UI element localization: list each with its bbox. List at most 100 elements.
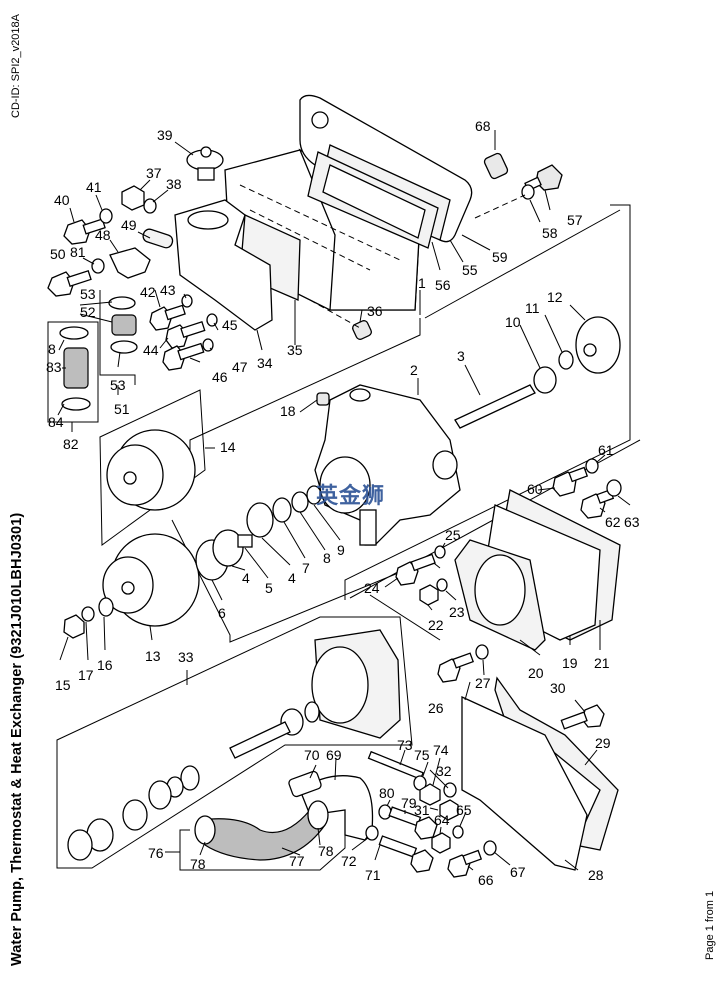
washer-25: [434, 545, 446, 559]
callout-21: 21: [594, 655, 610, 671]
bolt-40: [63, 218, 106, 245]
callout-39: 39: [157, 127, 173, 143]
hose-clip-8: [59, 326, 89, 340]
callout-56: 56: [435, 277, 451, 293]
washer-41: [99, 208, 113, 224]
bearing-lower-a: [122, 799, 148, 831]
callout-40: 40: [54, 192, 70, 208]
washer-63: [606, 479, 622, 497]
bearing-4b: [246, 502, 274, 538]
callout-17: 17: [78, 667, 94, 683]
callout-76: 76: [148, 845, 164, 861]
callout-25: 25: [445, 527, 461, 543]
callout-70: 70: [304, 747, 320, 763]
washer-23: [436, 578, 448, 592]
callout-46: 46: [212, 369, 228, 385]
shaft-3: [454, 384, 536, 429]
bolt-42: [149, 304, 186, 331]
callout-8: 8: [323, 550, 331, 566]
bolt-66: [447, 849, 483, 878]
callout-78-left: 78: [190, 856, 206, 872]
pump-backplate-33: [311, 629, 401, 739]
callout-4b: 4: [288, 570, 296, 586]
washer-72: [365, 825, 379, 841]
gasket-20: [454, 539, 546, 651]
pulley-13: [102, 533, 200, 627]
callout-26: 26: [428, 700, 444, 716]
callout-20: 20: [528, 665, 544, 681]
callout-43: 43: [160, 282, 176, 298]
bolt-71: [378, 835, 434, 873]
callout-11: 11: [525, 300, 540, 316]
thermostat-housing-34: [174, 199, 273, 331]
callout-61: 61: [598, 442, 614, 458]
callout-14: 14: [220, 439, 236, 455]
callout-31: 31: [414, 802, 430, 818]
seal-lower: [304, 701, 320, 723]
callout-65: 65: [456, 802, 472, 818]
assembly-51-outline: [99, 290, 136, 395]
callout-74: 74: [433, 742, 449, 758]
gasket-56: [307, 151, 439, 249]
bolt-30: [560, 704, 605, 730]
shaft-lower: [229, 721, 291, 759]
flange-70: [288, 770, 322, 798]
nut-74: [419, 783, 441, 806]
callout-42: 42: [140, 284, 156, 300]
washer-16: [98, 597, 114, 617]
hose-clip-84: [61, 397, 91, 411]
hose-clip-53-top: [108, 296, 136, 310]
plug-36: [352, 320, 372, 340]
thermostat-39: [186, 146, 224, 181]
callout-8-kit: 8: [48, 341, 56, 357]
washer-45: [206, 313, 218, 327]
callout-18: 18: [280, 403, 296, 419]
callout-58: 58: [542, 225, 558, 241]
callout-79: 79: [401, 795, 417, 811]
washer-43: [181, 294, 193, 308]
bolt-50: [47, 269, 92, 297]
callout-68: 68: [475, 118, 491, 134]
callout-30: 30: [550, 680, 566, 696]
assembly-33-outline: [56, 616, 413, 869]
leader-lines: [57, 130, 631, 871]
seal-11: [558, 350, 574, 370]
washer-61: [585, 458, 599, 474]
seal-10: [533, 366, 557, 394]
bolt-24: [395, 553, 436, 586]
assembly-14-outline: [99, 389, 215, 546]
bearing-4a: [212, 529, 244, 567]
lock-washer-17: [81, 606, 95, 622]
callout-16: 16: [97, 657, 113, 673]
plate-28: [461, 695, 588, 871]
assembly-76-outline: [165, 829, 346, 871]
callout-labels: 39 37 38 41 40 49 48 50 81 53 52 53 51 8…: [46, 118, 640, 888]
callout-12: 12: [547, 289, 563, 305]
callout-50: 50: [50, 246, 66, 262]
bolt-79: [388, 806, 438, 840]
washer-65: [452, 825, 464, 839]
callout-78-right: 78: [318, 843, 334, 859]
callout-69: 69: [326, 747, 342, 763]
callout-81: 81: [70, 244, 86, 260]
callout-45: 45: [222, 317, 238, 333]
washer-38: [143, 198, 157, 214]
hose-52: [111, 314, 137, 336]
callout-60: 60: [527, 481, 543, 497]
seal-9: [306, 485, 322, 505]
callout-49: 49: [121, 217, 137, 233]
callout-66: 66: [478, 872, 494, 888]
callout-53-top: 53: [80, 286, 96, 302]
callout-44: 44: [143, 342, 159, 358]
callout-33: 33: [178, 649, 194, 665]
callout-4a: 4: [242, 570, 250, 586]
callout-53-bottom: 53: [110, 377, 126, 393]
callout-34: 34: [257, 355, 273, 371]
callout-55: 55: [462, 262, 478, 278]
hose-83: [63, 347, 89, 389]
washer-80: [378, 804, 392, 820]
callout-83: 83: [46, 359, 62, 375]
callout-84: 84: [48, 414, 64, 430]
callout-13: 13: [145, 648, 161, 664]
watermark: 英金狮: [316, 484, 386, 509]
